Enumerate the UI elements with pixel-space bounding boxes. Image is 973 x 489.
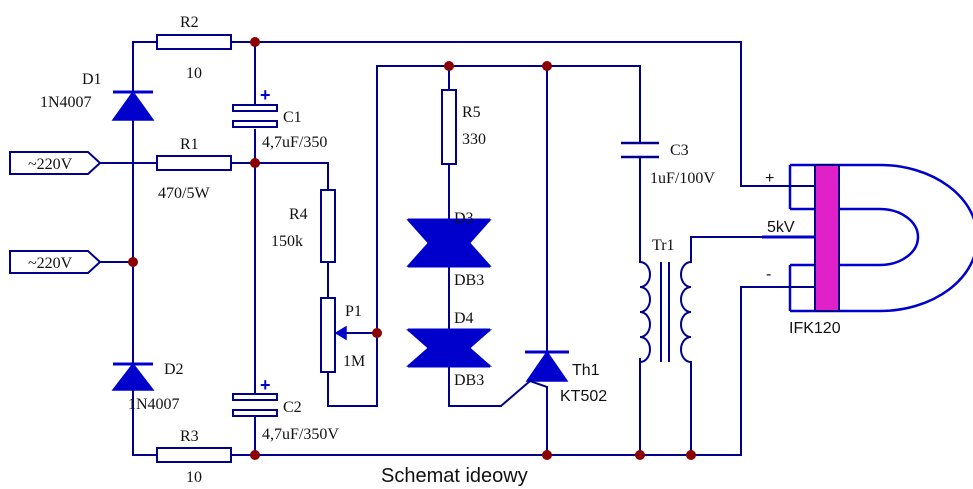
c2-value: 4,7uF/350V bbox=[262, 426, 339, 443]
capacitor-c2: + C2 4,7uF/350V bbox=[232, 375, 339, 443]
d3-value: DB3 bbox=[454, 272, 484, 289]
lamp-ref: IFK120 bbox=[789, 320, 841, 337]
r3-value: 10 bbox=[186, 469, 202, 486]
wiring bbox=[99, 41, 791, 456]
r5-ref: R5 bbox=[462, 104, 481, 121]
th1-ref: Th1 bbox=[572, 362, 600, 379]
d4-ref: D4 bbox=[454, 310, 474, 327]
diac-d4: D4 DB3 bbox=[406, 310, 492, 389]
transformer-tr1: Tr1 bbox=[638, 237, 693, 364]
junction-dot bbox=[686, 450, 696, 460]
input-terminal-bottom: ~220V bbox=[9, 250, 102, 274]
flash-lamp-ifk120: + 5kV - IFK120 bbox=[762, 163, 973, 337]
junctions bbox=[128, 37, 696, 460]
junction-dot bbox=[635, 450, 645, 460]
c2-plus-sign: + bbox=[260, 375, 271, 395]
junction-dot bbox=[444, 61, 454, 71]
d3-ref: D3 bbox=[454, 210, 474, 227]
resistor-r2: R2 10 bbox=[156, 14, 232, 82]
diode-d1: D1 1N4007 bbox=[40, 71, 155, 121]
d2-ref: D2 bbox=[164, 361, 184, 378]
lamp-hv-label: 5kV bbox=[767, 219, 795, 236]
c3-ref: C3 bbox=[670, 142, 689, 159]
input-terminal-top: ~220V bbox=[9, 151, 102, 175]
junction-dot bbox=[128, 257, 138, 267]
input-label: ~220V bbox=[28, 255, 73, 272]
c1-plus-sign: + bbox=[260, 85, 271, 105]
r3-ref: R3 bbox=[180, 428, 199, 445]
resistor-r3: R3 10 bbox=[156, 428, 232, 486]
potentiometer-p1: P1 1M bbox=[320, 297, 365, 373]
diac-d3: D3 DB3 bbox=[406, 210, 492, 289]
c1-value: 4,7uF/350 bbox=[262, 134, 327, 151]
junction-dot bbox=[250, 158, 260, 168]
r2-ref: R2 bbox=[180, 14, 199, 31]
diode-d2: D2 1N4007 bbox=[111, 361, 184, 413]
r1-value: 470/5W bbox=[158, 185, 210, 202]
r1-ref: R1 bbox=[180, 136, 199, 153]
lamp-plus-label: + bbox=[765, 170, 774, 187]
tr1-ref: Tr1 bbox=[652, 237, 675, 254]
p1-value: 1M bbox=[343, 353, 365, 370]
c2-ref: C2 bbox=[283, 399, 302, 416]
r4-value: 150k bbox=[271, 233, 303, 250]
d2-value: 1N4007 bbox=[128, 396, 180, 413]
junction-dot bbox=[542, 61, 552, 71]
d1-ref: D1 bbox=[82, 71, 102, 88]
input-label: ~220V bbox=[28, 156, 73, 173]
r2-value: 10 bbox=[186, 65, 202, 82]
junction-dot bbox=[372, 328, 382, 338]
r5-value: 330 bbox=[462, 131, 486, 148]
junction-dot bbox=[250, 37, 260, 47]
thyristor-th1: Th1 KT502 bbox=[525, 350, 607, 405]
diagram-caption: Schemat ideowy bbox=[381, 465, 528, 487]
resistor-r5: R5 330 bbox=[441, 89, 486, 165]
junction-dot bbox=[542, 450, 552, 460]
resistor-r1: R1 470/5W bbox=[156, 136, 232, 202]
c1-ref: C1 bbox=[283, 109, 302, 126]
capacitor-c3: C3 1uF/100V bbox=[621, 141, 715, 187]
c3-value: 1uF/100V bbox=[650, 170, 715, 187]
d1-value: 1N4007 bbox=[40, 94, 92, 111]
th1-value: KT502 bbox=[560, 388, 607, 405]
junction-dot bbox=[250, 450, 260, 460]
resistor-r4: R4 150k bbox=[271, 189, 336, 263]
capacitor-c1: + C1 4,7uF/350 bbox=[232, 85, 327, 151]
lamp-minus-label: - bbox=[766, 266, 771, 283]
r4-ref: R4 bbox=[289, 206, 308, 223]
p1-ref: P1 bbox=[345, 303, 362, 320]
d4-value: DB3 bbox=[454, 372, 484, 389]
